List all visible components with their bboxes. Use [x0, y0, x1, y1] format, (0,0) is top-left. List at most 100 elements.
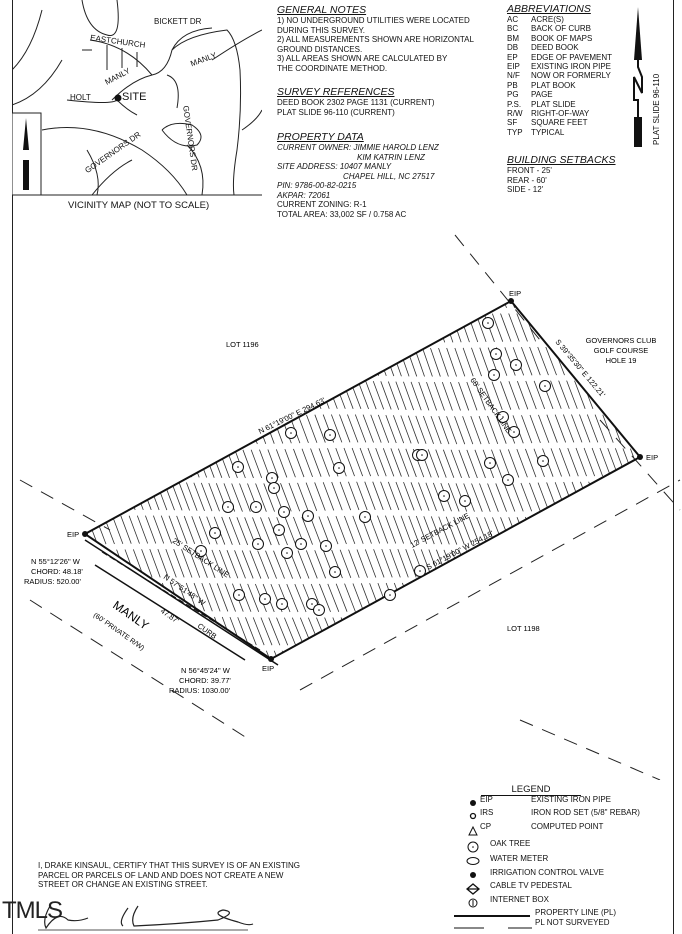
contour-hatch: [85, 301, 191, 659]
tree-center: [464, 500, 466, 502]
tree-center: [421, 454, 423, 456]
abbreviation-code: EP: [507, 52, 518, 62]
legend-label: COMPUTED POINT: [531, 822, 604, 831]
tree-center: [278, 529, 280, 531]
building-setbacks-heading: BUILDING SETBACKS: [507, 154, 616, 166]
left-border: [12, 0, 13, 934]
vicinity-map: [12, 0, 262, 196]
tree-center: [364, 516, 366, 518]
lot-1198-label: LOT 1198: [507, 624, 540, 633]
abbreviation-code: BM: [507, 33, 519, 43]
certification: I, DRAKE KINSAUL, CERTIFY THAT THIS SURV…: [38, 861, 300, 890]
setback-rear: REAR - 60': [507, 175, 547, 185]
eip-label: EIP: [646, 453, 658, 462]
setback-side: SIDE - 12': [507, 185, 544, 194]
curve2-bearing: N 56°45'24" W: [181, 666, 231, 675]
tree-center: [515, 364, 517, 366]
eip-marker-icon: [82, 531, 88, 537]
abbreviation-row: BM BOOK OF MAPS: [507, 34, 612, 43]
tree-center: [273, 487, 275, 489]
oak-tree-icon: [467, 841, 479, 853]
tree-center: [502, 416, 504, 418]
contour-hatch: [399, 301, 551, 659]
tree-center: [237, 466, 239, 468]
tree-center: [238, 594, 240, 596]
tree-center: [311, 603, 313, 605]
legend-label: IRRIGATION CONTROL VALVE: [490, 868, 604, 877]
tree-center: [300, 543, 302, 545]
legend-label: INTERNET BOX: [490, 895, 549, 904]
right-border: [673, 0, 674, 934]
tree-center: [290, 432, 292, 434]
legend-symbol: CP: [480, 822, 492, 831]
golf-course-label: GOVERNORS CLUB: [586, 336, 657, 345]
survey-references: SURVEY REFERENCES DEED BOOK 2302 PAGE 11…: [277, 86, 435, 117]
contour-hatch: [407, 301, 559, 659]
eip-marker-icon: [508, 298, 514, 304]
legend-label: CABLE TV PEDESTAL: [490, 881, 572, 890]
abbreviation-code: AC: [507, 15, 519, 24]
tree-center: [325, 545, 327, 547]
survey-references-heading: SURVEY REFERENCES: [277, 86, 395, 98]
tree-center: [389, 594, 391, 596]
tree-center: [257, 543, 259, 545]
legend-label: WATER METER: [490, 854, 549, 863]
signature: [38, 905, 254, 931]
irrigation-valve-icon: [470, 872, 476, 878]
abbreviation-meaning: PLAT SLIDE: [531, 99, 576, 109]
cert-line: PARCEL OR PARCELS OF LAND AND DOES NOT C…: [38, 870, 284, 880]
owner: CURRENT OWNER: JIMMIE HAROLD LENZ: [277, 143, 439, 152]
legend-label: EXISTING IRON PIPE: [531, 795, 612, 804]
contour-hatch: [239, 301, 391, 659]
building-setbacks: BUILDING SETBACKS FRONT - 25' REAR - 60'…: [507, 154, 616, 195]
tree-center: [255, 506, 257, 508]
tree-center: [495, 353, 497, 355]
site-address-2: CHAPEL HILL, NC 27517: [343, 171, 435, 181]
property-data: PROPERTY DATA CURRENT OWNER: JIMMIE HARO…: [277, 131, 439, 219]
tree-center: [281, 603, 283, 605]
abbreviation-meaning: SQUARE FEET: [531, 118, 588, 128]
tree-center: [542, 460, 544, 462]
curve2-radius: RADIUS: 1030.00': [169, 686, 231, 695]
curve1-bearing: N 55°12'26" W: [31, 557, 81, 566]
property-data-heading: PROPERTY DATA: [277, 131, 364, 143]
cable-tv-pedestal-icon: [465, 883, 481, 895]
contour-hatch: [335, 301, 487, 659]
contour-hatch: [279, 301, 431, 659]
watermark: TMLS: [2, 897, 63, 924]
abbreviation-code: EIP: [507, 62, 520, 72]
eip-label: EIP: [262, 664, 274, 673]
contour-hatch: [423, 301, 575, 659]
contour-hatch: [183, 301, 335, 659]
legend-symbol: EIP: [480, 795, 493, 804]
tree-center: [507, 479, 509, 481]
tree-center: [283, 511, 285, 513]
abbreviation-code: N/F: [507, 71, 520, 81]
abbreviation-meaning: EDGE OF PAVEMENT: [531, 52, 613, 62]
note-line: THE COORDINATE METHOD.: [277, 63, 388, 73]
abbreviation-code: TYP: [507, 127, 523, 137]
abbreviation-code: PB: [507, 80, 518, 90]
abbreviation-meaning: BOOK OF MAPS: [531, 33, 593, 43]
abbreviation-row: EP EDGE OF PAVEMENT: [507, 53, 612, 62]
contour-hatch: [85, 301, 143, 659]
tree-center: [329, 434, 331, 436]
abbreviation-row: P.S.PLAT SLIDE: [507, 100, 612, 109]
tree-center: [443, 495, 445, 497]
golf-course-label: GOLF COURSE: [594, 346, 649, 355]
north-arrow-small-icon: [23, 118, 29, 190]
contour-hatch: [85, 301, 111, 659]
abbreviation-code: SF: [507, 118, 518, 128]
owner-2: KIM KATRIN LENZ: [357, 152, 425, 162]
cert-line: STREET OR CHANGE AN EXISTING STREET.: [38, 880, 208, 889]
pin: PIN: 9786-00-82-0215: [277, 181, 357, 190]
general-notes: GENERAL NOTES 1) NO UNDERGROUND UTILITIE…: [277, 4, 474, 73]
abbreviation-code: DB: [507, 43, 519, 53]
eip-marker-icon: [268, 656, 274, 662]
abbreviation-meaning: RIGHT-OF-WAY: [531, 109, 590, 119]
legend-symbol: IRS: [480, 808, 494, 817]
legend-label: IRON ROD SET (5/8" REBAR): [531, 808, 640, 817]
